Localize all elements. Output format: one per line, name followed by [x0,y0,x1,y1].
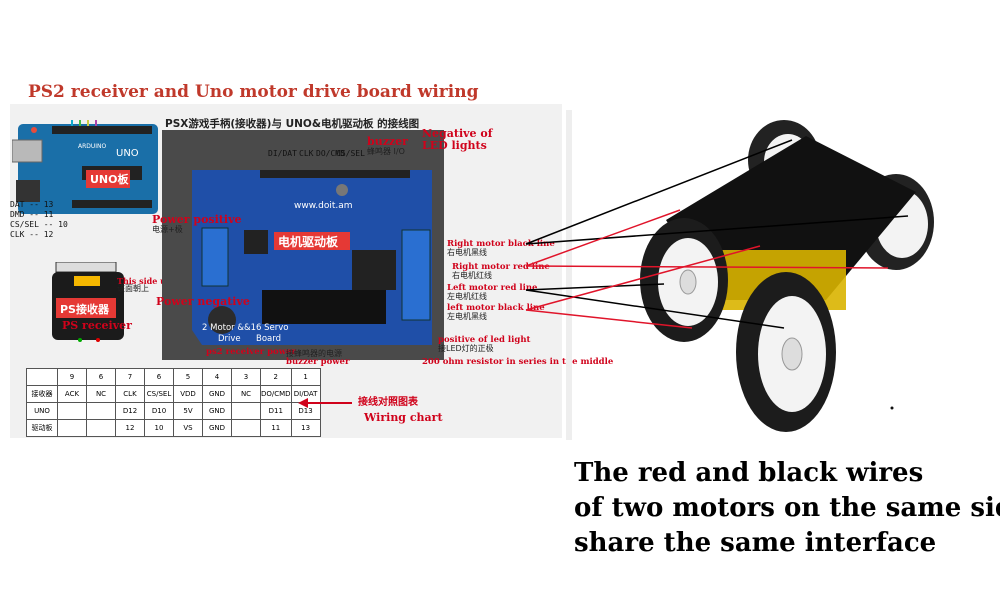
led-negative-label: Negative of LED lights [422,127,493,152]
pin-di-dat: DI/DAT [268,149,297,158]
buzzer-annotation: buzzer 蜂鸣器 I/O [367,136,408,156]
table-cell: 12 [115,419,145,437]
pin-map-item: CS/SEL -- 10 [10,220,68,229]
pin-map-item: DAT -- 13 [10,200,54,209]
right-black-label-cn: 右电机黑线 [447,247,487,257]
pin-map-item: CLK -- 12 [10,230,54,239]
resistor-annotation: 200 ohm resistor in series in the middle [422,357,614,367]
black-wire [525,139,793,245]
led-positive-label: positive of led light [438,335,531,345]
pin-map: DAT -- 13 DMD -- 11 CS/SEL -- 10 CLK -- … [10,200,68,240]
left-red-annotation: Left motor red line 左电机红线 [447,284,537,301]
receiver-orientation-note: This side up 该面朝上 [117,277,172,294]
ps-receiver-caption: PS receiver [62,319,132,332]
table-row: 驱动板 12 10 VS GND 11 13 [26,419,321,437]
left-black-label-cn: 左电机黑线 [447,311,487,321]
board-product-line3: Board [256,334,281,344]
pin-clk: CLK [299,149,314,158]
explanation-caption: The red and black wires of two motors on… [574,456,1000,561]
left-black-annotation: left motor black line 左电机黑线 [447,304,545,321]
buzzer-power-label: buzzer power [286,357,350,368]
right-red-label-cn: 右电机红线 [452,270,492,280]
led-negative-annotation: Negative of LED lights [422,128,507,151]
table-row: 9 6 7 6 5 4 3 2 1 [26,368,321,386]
uno-brand: ARDUINO [78,143,107,150]
receiver-power-label: ps2 receiver power [206,347,296,357]
photo-subtitle: PSX游戏手柄(接收器)与 UNO&电机驱动板 的接线图 [165,118,420,130]
caption-line: The red and black wires [574,458,924,488]
left-black-label: left motor black line [447,303,545,313]
right-red-label: Right motor red line [452,262,550,272]
pin-map-item: DMD -- 11 [10,210,54,219]
motor-driver-board: 电机驱动板 www.doit.am 2 Motor &&16 Servo Dri… [162,130,444,360]
right-black-annotation: Right motor black line 右电机黑线 [447,240,555,257]
ps-receiver-label: PS接收器 [60,302,110,316]
board-product-line2: Drive [218,334,241,344]
black-wire [525,289,785,329]
caption-line: share the same interface [574,528,937,558]
buzzer-label: buzzer [367,135,408,148]
right-red-annotation: Right motor red line 右电机红线 [452,263,550,280]
wiring-chart-table: 9 6 7 6 5 4 3 2 1 接收器 ACK NC CLK CS/SEL … [26,368,321,437]
left-red-label: Left motor red line [447,283,538,293]
power-positive-label: Power positive [152,213,242,226]
caption-line: of two motors on the same side [574,493,1000,523]
black-wire [525,283,665,291]
power-positive-label-cn: 电源+极 [152,224,183,234]
table-cell [231,419,261,437]
table-cell: 13 [290,419,321,437]
red-wire [525,209,681,267]
driver-board-label: 电机驱动板 [278,234,339,249]
board-product-line1: 2 Motor &&16 Servo [202,323,289,333]
buzzer-power-annotation: 接蜂鸣器的电源 buzzer power [286,349,350,368]
table-row: UNO D12 D10 5V GND D11 D13 [26,402,321,420]
black-wire [525,215,909,245]
left-red-label-cn: 左电机红线 [447,291,487,301]
board-site: www.doit.am [294,201,353,211]
pin-cs-sel: CS/SEL [336,149,365,158]
power-negative-label: Power negative [156,295,250,308]
wiring-chart-label: Wiring chart [364,411,443,424]
right-black-label: Right motor black line [447,239,555,249]
buzzer-power-label-cn: 接蜂鸣器的电源 [286,349,342,358]
wiring-chart-label-cn: 接线对照图表 [358,397,418,408]
buzzer-label-cn: 蜂鸣器 I/O [367,146,405,156]
side-note: This side up [117,276,172,286]
uno-label: UNO板 [90,172,129,186]
diagram-title: PS2 receiver and Uno motor drive board w… [28,82,479,102]
led-positive-label-cn: 接LED灯的正极 [438,343,494,353]
pin-do-cmd: DO/CMD [316,149,345,158]
robot-car-chassis [566,110,934,440]
led-positive-annotation: positive of led light 接LED灯的正极 [438,336,530,353]
red-wire [525,309,693,329]
power-negative-annotation: Power negative [156,296,250,308]
wiring-chart-arrow [298,398,352,408]
receiver-power-annotation: ps2 receiver power [206,348,296,357]
side-note-cn: 该面朝上 [117,284,149,294]
red-wire [525,265,889,269]
uno-logo: UNO [116,148,139,159]
power-positive-annotation: Power positive 电源+极 [152,214,241,234]
arduino-uno-board: UNO ARDUINO UNO板 [12,120,158,214]
table-cell: VS [173,419,203,437]
ps-receiver-module: PS接收器 [52,262,124,342]
red-wire [525,245,761,311]
